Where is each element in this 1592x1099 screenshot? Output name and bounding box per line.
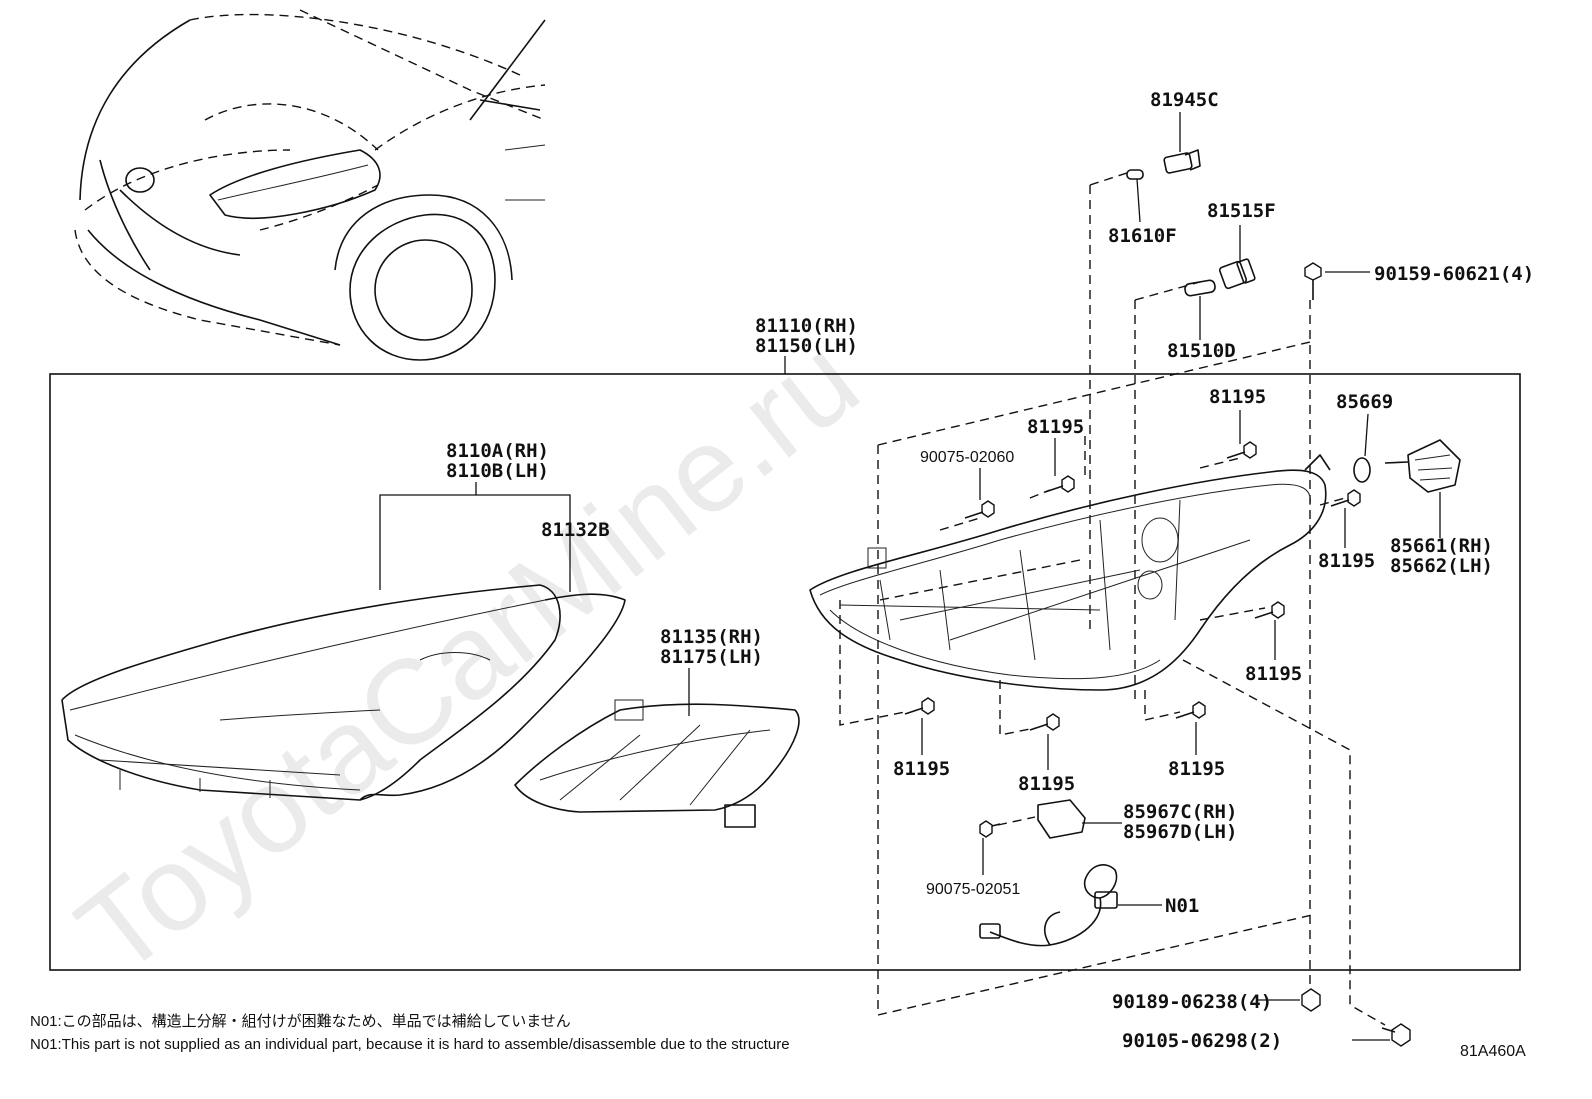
label-81510D: 81510D [1167,340,1236,362]
label-81175: 81175(LH) [660,646,763,668]
car-front-illustration [74,9,546,361]
label-85661: 85661(RH) [1390,535,1493,557]
bulb-socket-81945C [1163,112,1201,174]
screw-90159 [1304,262,1370,300]
socket-81515F [1218,225,1256,290]
label-90075-02060: 90075-02060 [920,449,1014,466]
control-module-85967C [1037,799,1122,839]
label-8110B: 8110B(LH) [446,460,549,482]
label-81110: 81110(RH) [755,315,858,337]
screw-81195-d [1254,601,1285,660]
figure-code: 81A460A [1460,1043,1526,1060]
label-90189-06238: 90189-06238(4) [1112,991,1272,1013]
label-81195-c: 81195 [1318,550,1375,572]
label-81195-a: 81195 [1027,416,1084,438]
label-81150: 81150(LH) [755,335,858,357]
inner-housing-81135 [514,668,800,828]
screw-81195-a [1044,438,1075,493]
wire-harness-N01 [979,864,1162,947]
label-81195-d: 81195 [1245,663,1302,685]
label-81195-g: 81195 [1168,758,1225,780]
clip-90189 [1257,988,1321,1012]
label-81195-b: 81195 [1209,386,1266,408]
label-N01: N01 [1165,895,1199,917]
label-81945C: 81945C [1150,89,1219,111]
label-85669: 85669 [1336,391,1393,413]
bulb-81610F [1126,169,1144,223]
screw-90075-02060 [964,468,995,519]
o-ring-85669 [1353,413,1371,483]
label-85662: 85662(LH) [1390,555,1493,577]
label-90105-06298: 90105-06298(2) [1122,1030,1282,1052]
gasket-81132B [359,540,626,801]
bolt-90105 [1352,1023,1411,1047]
screw-81195-c [1330,489,1361,548]
label-81515F: 81515F [1207,200,1276,222]
headlamp-housing [809,454,1331,691]
lens-cover [61,584,561,801]
note-japanese: N01:この部品は、構造上分解・組付けが困難なため、単品では補給していません [30,1013,571,1030]
bulb-81510D [1184,279,1216,340]
label-90075-02051: 90075-02051 [926,881,1020,898]
screw-81195-e [904,697,935,755]
screw-90075-02051 [979,820,1001,875]
label-90159-60621: 90159-60621(4) [1374,263,1534,285]
label-81610F: 81610F [1108,225,1177,247]
note-english: N01:This part is not supplied as an indi… [30,1036,790,1053]
label-81195-e: 81195 [893,758,950,780]
label-81195-f: 81195 [1018,773,1075,795]
label-8110A: 8110A(RH) [446,440,549,462]
leveling-actuator [1384,439,1461,538]
label-85967D: 85967D(LH) [1123,821,1237,843]
label-81135: 81135(RH) [660,626,763,648]
label-81132B: 81132B [541,519,610,541]
label-85967C: 85967C(RH) [1123,801,1237,823]
screw-81195-g [1175,701,1206,755]
screw-81195-f [1029,713,1060,770]
screw-81195-b [1226,410,1257,459]
